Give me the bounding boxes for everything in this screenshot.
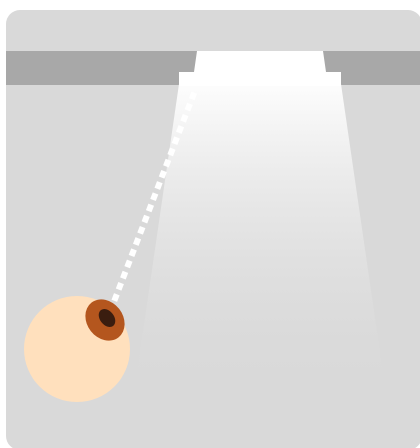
recessed-ceiling-light-icon [179, 51, 341, 86]
light-beam [136, 84, 384, 380]
lamp-diffuser [179, 72, 341, 86]
lamp-housing [194, 51, 326, 72]
